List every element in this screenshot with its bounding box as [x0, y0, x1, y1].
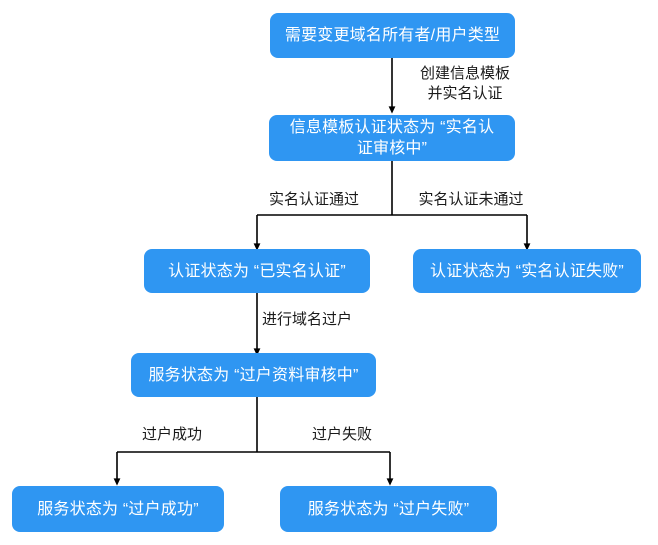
- edge-label-transfer-ng: 过户失败: [311, 426, 372, 443]
- node-transfer-success[interactable]: 服务状态为 “过户成功”: [12, 486, 224, 532]
- node-start[interactable]: 需要变更域名所有者/用户类型: [270, 13, 515, 58]
- edge-label-verify-not-pass: 实名认证未通过: [418, 191, 524, 208]
- edge-label-create-template: 创建信息模板 并实名认证: [419, 65, 510, 102]
- node-template-review[interactable]: 信息模板认证状态为 “实名认 证审核中”: [269, 115, 515, 161]
- node-verify-failed[interactable]: 认证状态为 “实名认证失败”: [413, 249, 641, 293]
- edge-label-do-transfer: 进行域名过户: [262, 311, 353, 328]
- edge-label-transfer-ok: 过户成功: [141, 426, 202, 443]
- node-verified[interactable]: 认证状态为 “已实名认证”: [144, 249, 370, 293]
- node-transfer-review[interactable]: 服务状态为 “过户资料审核中”: [131, 353, 376, 397]
- edge-label-verify-pass: 实名认证通过: [268, 191, 359, 208]
- node-transfer-failed[interactable]: 服务状态为 “过户失败”: [280, 486, 497, 532]
